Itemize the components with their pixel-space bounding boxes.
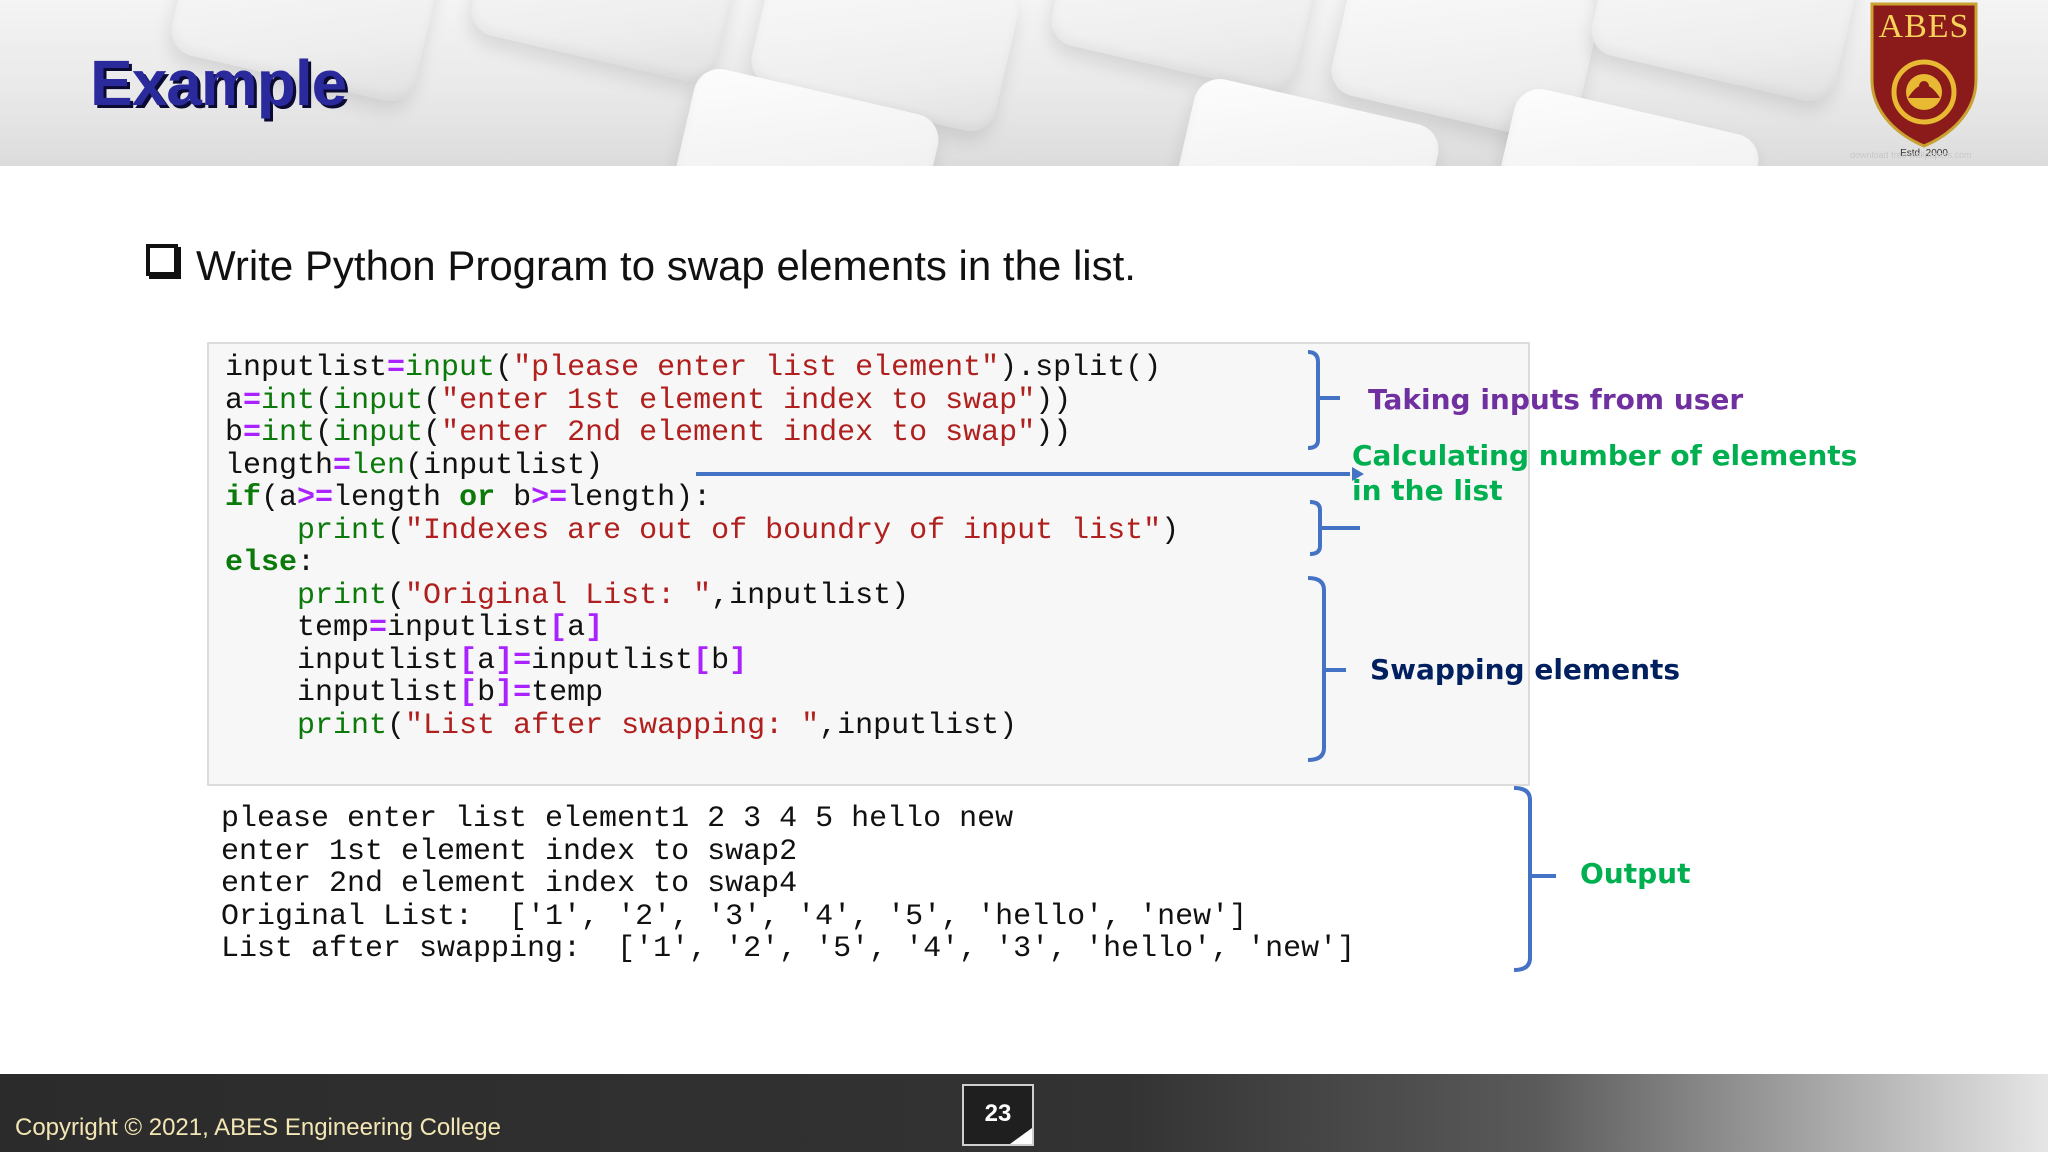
code-line: b=int(input("enter 2nd element index to … [225,416,1072,450]
copyright-text: Copyright © 2021, ABES Engineering Colle… [15,1114,501,1141]
annotation-swap: Swapping elements [1370,653,1681,686]
annotation-length-line1: Calculating number of elements [1352,439,1858,472]
annotation-length-line2: in the list [1352,474,1503,507]
program-output: please enter list element1 2 3 4 5 hello… [221,803,1355,966]
watermark-text: download free wallpapers.com [1850,150,1972,160]
code-line: if(a>=length or b>=length): [225,481,712,515]
code-line: print("Indexes are out of boundry of inp… [297,513,1180,548]
abes-logo: ABES Estd. 2000 [1868,2,1980,159]
annotation-inputs: Taking inputs from user [1368,383,1744,416]
header-banner: Example ABES Estd. 2000 download free wa… [0,0,2048,166]
keyboard-key-decoration [466,0,744,87]
code-line: length=len(inputlist) [225,448,604,483]
code-line: a=int(input("enter 1st element index to … [225,383,1072,418]
output-line: enter 1st element index to swap2 [221,834,798,869]
output-line: List after swapping: ['1', '2', '5', '4'… [221,932,1356,966]
bracket-output [1513,786,1556,972]
page-curl-icon [1010,1128,1032,1144]
task-statement: Write Python Program to swap elements in… [146,242,1136,290]
code-block: inputlist=input("please enter list eleme… [225,352,1179,742]
keyboard-key-decoration [1586,0,1864,107]
page-number-box: 23 [962,1084,1034,1146]
output-line: Original List: ['1', '2', '3', '4', '5',… [221,899,1248,934]
code-line: temp=inputlist[a] [225,611,604,645]
code-line: inputlist[a]=inputlist[b] [225,643,748,678]
page-title: Example [90,47,347,119]
code-line: else: [225,546,316,580]
code-line: print("List after swapping: ",inputlist) [297,708,1018,743]
keyboard-key-decoration [1046,0,1324,97]
checkbox-bullet-icon [146,244,178,276]
code-line: inputlist=input("please enter list eleme… [225,351,1162,385]
task-text: Write Python Program to swap elements in… [196,242,1136,289]
logo-text: ABES [1878,8,1970,45]
code-line: print("Original List: ",inputlist) [297,578,910,613]
page-number: 23 [984,1100,1012,1127]
code-line: inputlist[b]=temp [225,676,604,710]
keyboard-key-decoration [1486,83,1764,166]
shield-icon [1870,2,1978,148]
output-line: please enter list element1 2 3 4 5 hello… [221,802,1014,836]
output-line: enter 2nd element index to swap4 [221,867,798,901]
annotation-output: Output [1580,857,1691,890]
logo-established: Estd. 2000 [1900,148,1948,159]
